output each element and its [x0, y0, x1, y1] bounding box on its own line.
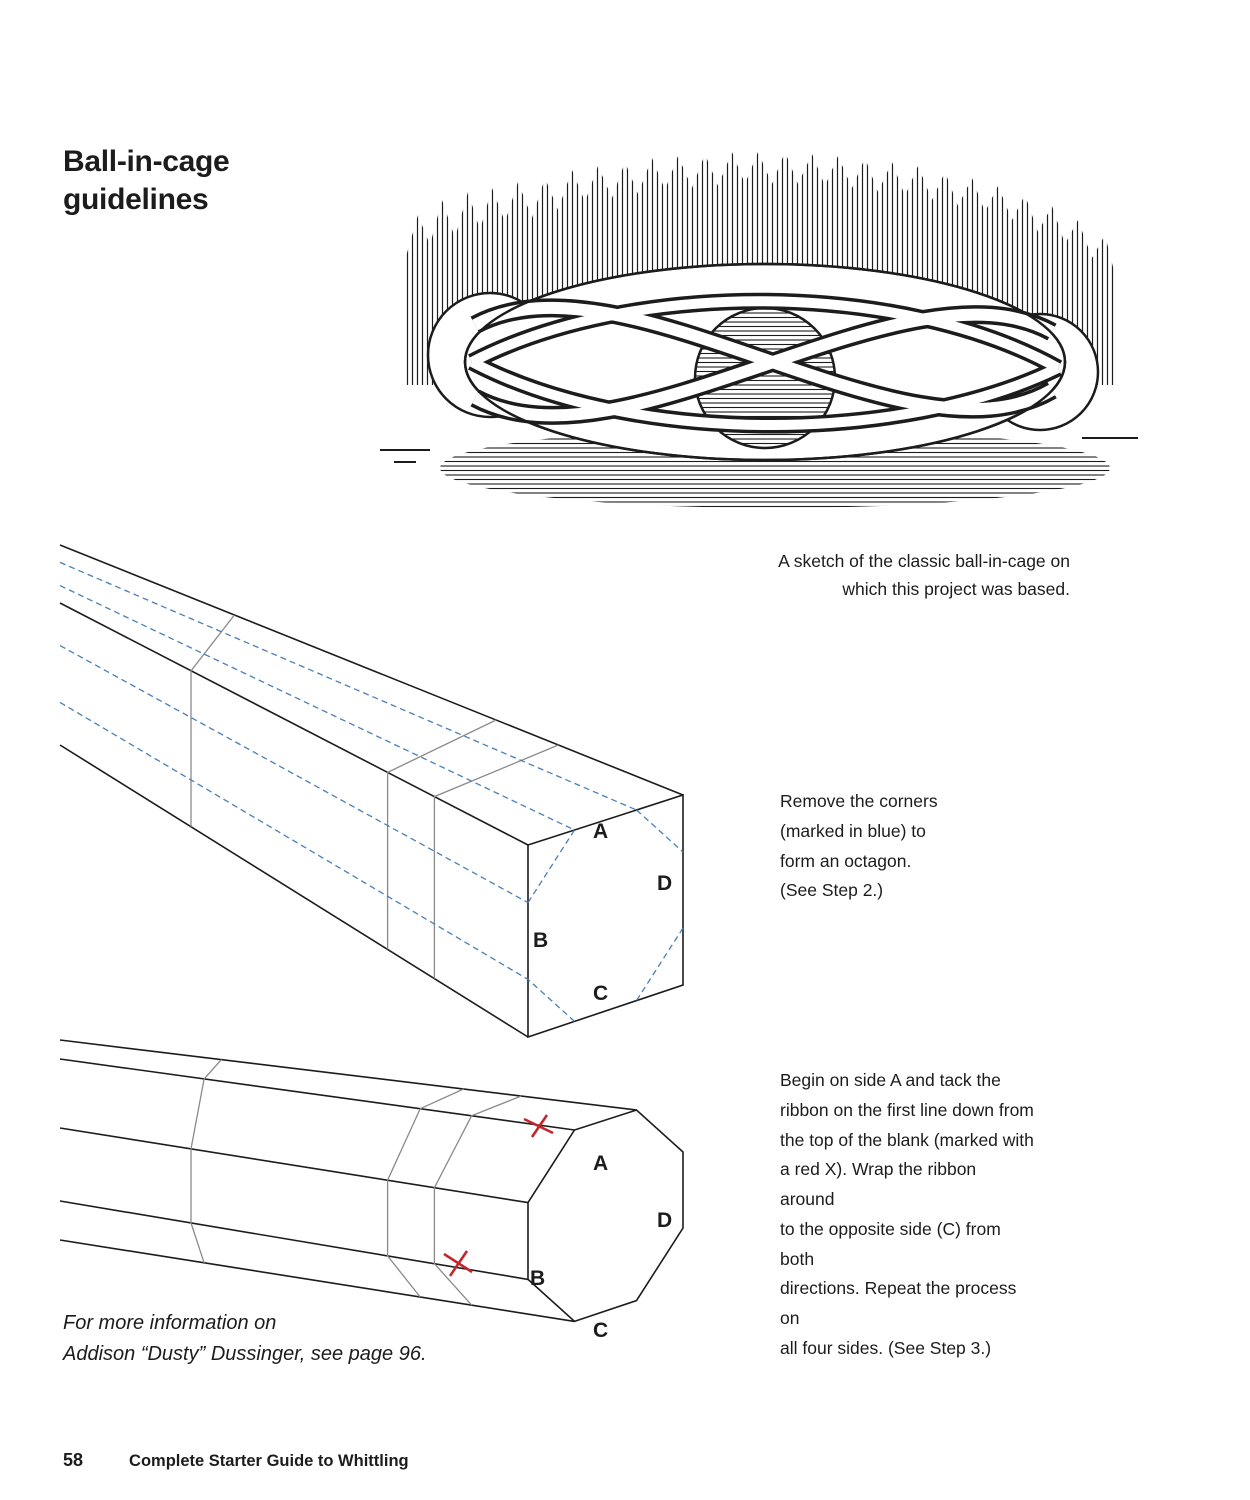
sketch-caption-line2: which this project was based. — [842, 579, 1070, 599]
caption-step3-line: the top of the blank (marked with — [780, 1129, 1034, 1150]
face-label-d: D — [657, 1209, 672, 1232]
caption-step3-line: Begin on side A and tack the — [780, 1070, 1001, 1090]
caption-step2-line: (See Step 2.) — [780, 880, 884, 901]
caption-step3-line: directions. Repeat the process on — [780, 1278, 1017, 1328]
blank-edges — [59, 1039, 684, 1323]
page-footer: 58 Complete Starter Guide to Whittling — [63, 1450, 409, 1471]
page-title: Ball-in-cage guidelines — [63, 143, 230, 219]
caption-step3-line: to the opposite side (C) from both — [780, 1218, 1001, 1269]
face-label-b: B — [533, 929, 548, 952]
caption-step3-line: a red X). Wrap the ribbon around — [780, 1159, 977, 1209]
caption-step3: Begin on side A and tack the ribbon on t… — [780, 1066, 1035, 1364]
face-label-a: A — [593, 820, 608, 843]
page-title-line2: guidelines — [63, 183, 209, 217]
face-label-a: A — [593, 1152, 608, 1175]
blank-edges — [59, 544, 684, 1039]
sketch-caption: A sketch of the classic ball-in-cage on … — [620, 547, 1070, 603]
caption-step3-line: all four sides. (See Step 3.) — [780, 1337, 992, 1358]
ground-shadow — [440, 428, 1110, 508]
caption-step2: Remove the corners (marked in blue) to f… — [780, 787, 1015, 906]
octagon-blank-diagram: A D B C — [59, 1039, 684, 1342]
info-note-line2: Addison “Dusty” Dussinger, see page 96. — [63, 1343, 427, 1365]
ball-in-cage-sketch — [380, 152, 1138, 508]
face-label-c: C — [593, 1319, 608, 1342]
info-note-line1: For more information on — [63, 1312, 277, 1334]
square-blank-diagram: A D B C — [59, 544, 684, 1039]
sketch-caption-line1: A sketch of the classic ball-in-cage on — [778, 551, 1070, 571]
face-label-d: D — [657, 872, 672, 895]
caption-step2-line: Remove the corners — [780, 791, 938, 811]
octagon-guide-lines — [59, 561, 684, 1022]
page-title-line1: Ball-in-cage — [63, 145, 230, 178]
caption-step2-line: form an octagon. — [780, 850, 912, 871]
cage-body-outline — [463, 262, 1067, 462]
red-x-mark-side — [443, 1250, 473, 1277]
cage-straps — [469, 296, 1061, 430]
caption-step3-line: ribbon on the first line down from — [780, 1099, 1034, 1120]
info-note: For more information on Addison “Dusty” … — [63, 1308, 427, 1370]
division-lines — [190, 1059, 522, 1306]
caption-step2-line: (marked in blue) to — [780, 820, 926, 841]
face-label-c: C — [593, 982, 608, 1005]
footer-book-title: Complete Starter Guide to Whittling — [129, 1452, 409, 1470]
face-label-b: B — [530, 1267, 545, 1290]
division-lines — [190, 614, 559, 979]
red-x-mark-top — [523, 1114, 554, 1138]
footer-page-number: 58 — [63, 1450, 84, 1470]
